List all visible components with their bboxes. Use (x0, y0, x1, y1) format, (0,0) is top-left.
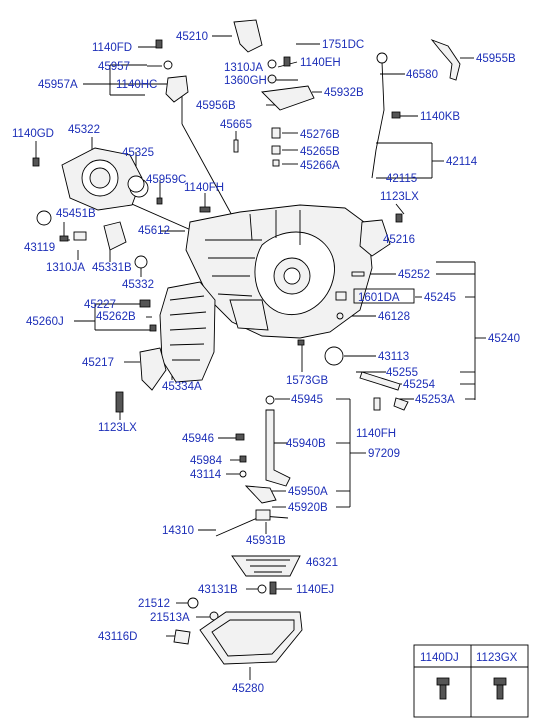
label-45217: 45217 (82, 357, 114, 369)
label-46128: 46128 (378, 311, 410, 323)
leader-lines (35, 35, 486, 680)
label-45331B: 45331B (92, 262, 132, 274)
label-45957A: 45957A (38, 79, 78, 91)
hex-bolt-icon (493, 677, 507, 700)
label-45932B: 45932B (324, 87, 364, 99)
valve-body-cover (159, 281, 216, 383)
flange-bolt-icon (436, 677, 450, 700)
label-97209: 97209 (368, 448, 400, 460)
label-1360GH: 1360GH (224, 75, 267, 87)
label-46580: 46580 (406, 69, 438, 81)
label-45920B: 45920B (288, 502, 328, 514)
label-45955B: 45955B (476, 53, 516, 65)
label-45280: 45280 (232, 683, 264, 695)
small-parts (32, 19, 461, 665)
label-1140EH: 1140EH (300, 57, 341, 69)
label-1573GB: 1573GB (286, 375, 329, 387)
label-1140KB: 1140KB (420, 111, 460, 123)
label-45940B: 45940B (286, 438, 326, 450)
label-45956B: 45956B (196, 100, 236, 112)
label-45276B: 45276B (300, 129, 340, 141)
label-45262B: 45262B (96, 311, 136, 323)
fastener-legend-table: 1140DJ 1123GX (413, 644, 529, 718)
label-1140FH-mid: 1140FH (356, 428, 396, 440)
label-45946: 45946 (182, 433, 214, 445)
label-1123LX-top: 1123LX (380, 191, 419, 203)
label-45255: 45255 (386, 367, 418, 379)
label-45451B: 45451B (56, 208, 96, 220)
label-21512: 21512 (138, 598, 170, 610)
label-42114: 42114 (446, 156, 478, 168)
label-1140HC: 1140HC (116, 79, 157, 91)
label-45227: 45227 (84, 299, 116, 311)
label-45240: 45240 (488, 333, 520, 345)
label-45266A: 45266A (300, 160, 340, 172)
label-45950A: 45950A (288, 486, 328, 498)
label-45322: 45322 (68, 124, 100, 136)
label-1751DC: 1751DC (322, 39, 364, 51)
label-43119: 43119 (24, 242, 55, 254)
label-45260J: 45260J (26, 316, 64, 328)
label-43113: 43113 (378, 351, 409, 363)
main-transmission-case (185, 204, 373, 339)
label-45210: 45210 (176, 31, 208, 43)
converter-housing-cover (61, 147, 149, 211)
label-45265B: 45265B (300, 146, 340, 158)
label-45984: 45984 (190, 455, 223, 467)
label-45665: 45665 (220, 119, 252, 131)
label-45957: 45957 (98, 61, 130, 73)
label-1310JA-left: 1310JA (46, 262, 85, 274)
label-1140FH-top: 1140FH (184, 182, 224, 194)
label-14310: 14310 (162, 525, 194, 537)
label-42115: 42115 (386, 173, 417, 185)
label-43131B: 43131B (198, 584, 238, 596)
legend-col2-label: 1123GX (476, 652, 518, 664)
label-45945: 45945 (291, 394, 323, 406)
label-46321: 46321 (306, 557, 338, 569)
label-1601DA: 1601DA (358, 292, 400, 304)
label-45334A: 45334A (162, 381, 202, 393)
label-1310JA-top: 1310JA (224, 62, 263, 74)
label-45325: 45325 (122, 147, 154, 159)
label-1140EJ: 1140EJ (296, 584, 334, 596)
label-1140FD: 1140FD (92, 42, 132, 54)
legend-col1-label: 1140DJ (420, 652, 459, 664)
label-45216: 45216 (383, 234, 415, 246)
label-43114: 43114 (190, 469, 222, 481)
label-1140GD: 1140GD (12, 128, 54, 140)
label-45253A: 45253A (415, 394, 455, 406)
label-45931B: 45931B (246, 535, 286, 547)
label-1601DA-box (353, 288, 415, 304)
label-45245: 45245 (424, 292, 456, 304)
part-labels: 45210 1751DC 1140FD 45957 45957A 1140HC … (12, 31, 520, 695)
label-45959C: 45959C (146, 174, 186, 186)
label-43116D: 43116D (98, 631, 137, 643)
label-1123LX-left: 1123LX (98, 422, 137, 434)
label-45252: 45252 (398, 269, 430, 281)
label-45612: 45612 (138, 225, 170, 237)
label-21513A: 21513A (150, 612, 190, 624)
label-45254: 45254 (403, 379, 436, 391)
label-45332: 45332 (122, 279, 154, 291)
